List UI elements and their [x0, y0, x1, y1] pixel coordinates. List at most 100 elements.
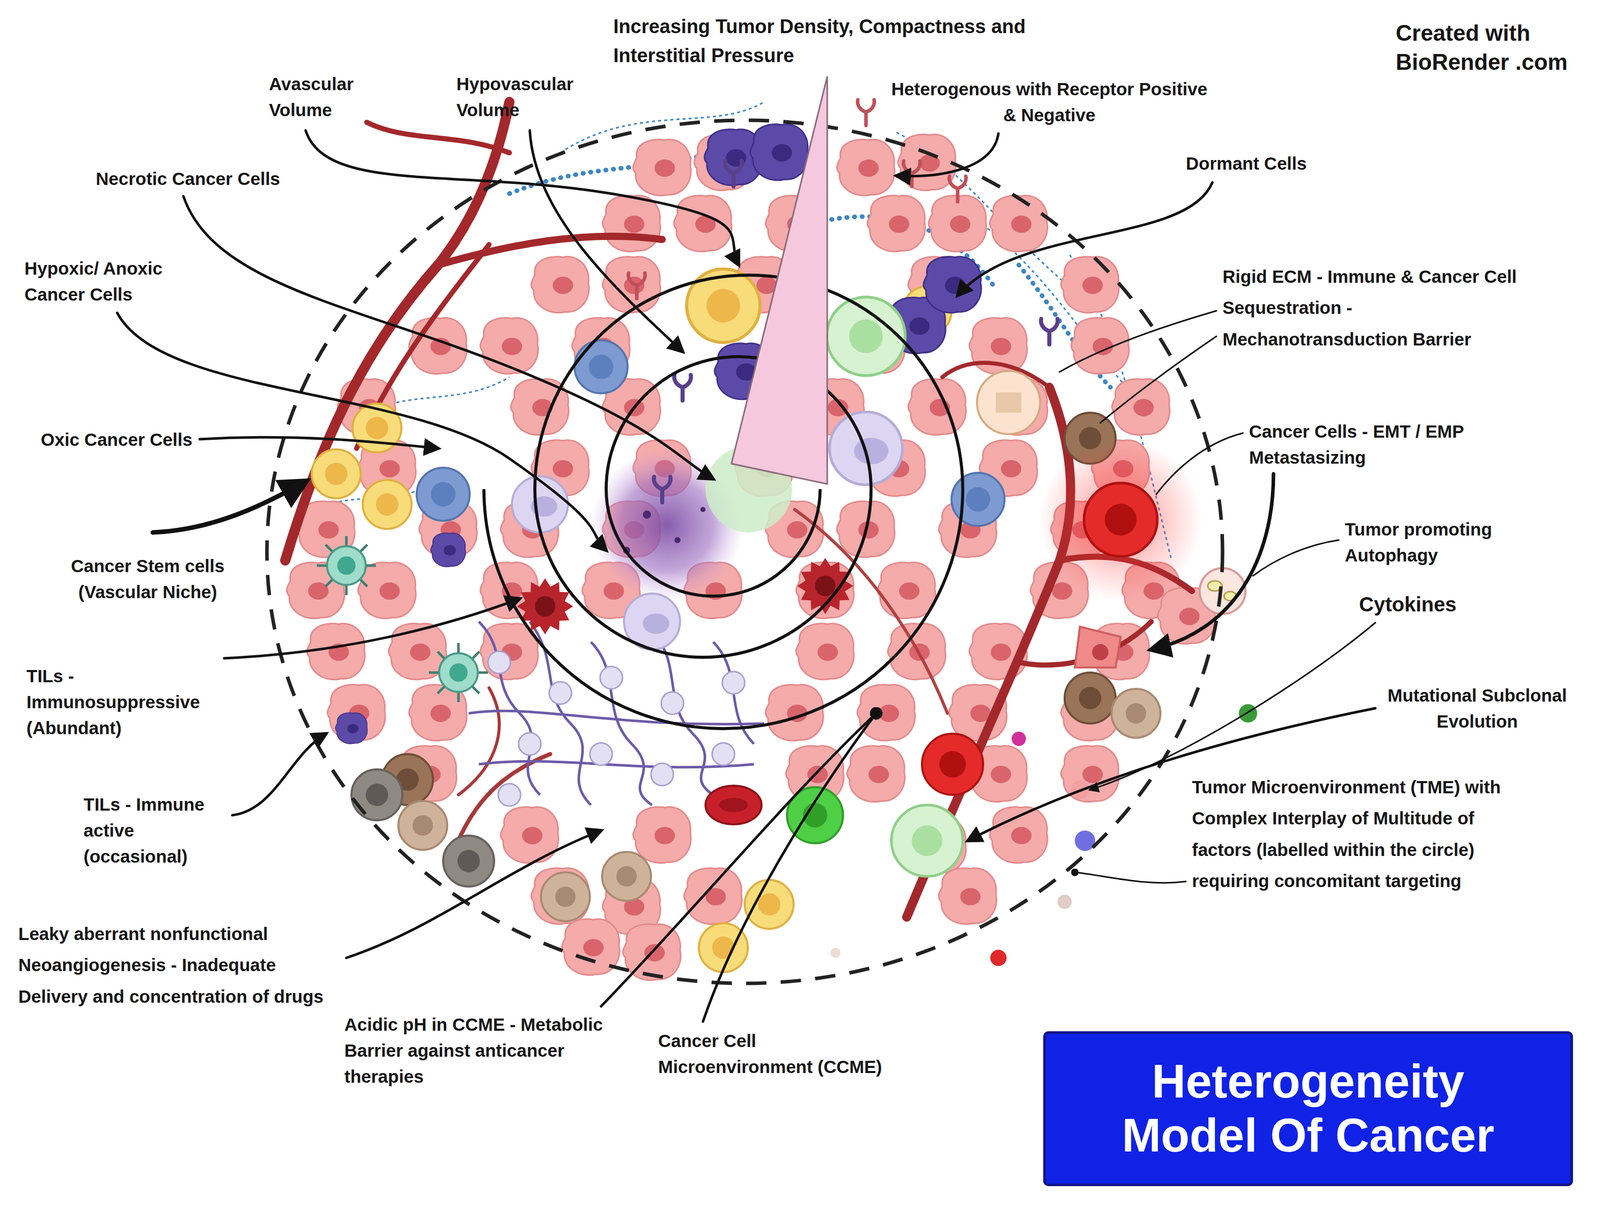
- blood-vessels: [438, 236, 663, 265]
- receptors: [1041, 318, 1059, 345]
- other-cells: [430, 532, 466, 567]
- pink-cancer-cells: [409, 317, 467, 374]
- callout-label-box: Mutational Subclonal Evolution: [1375, 682, 1580, 735]
- emt-cells: [1074, 626, 1121, 668]
- leader-lines: [305, 130, 739, 265]
- callout-label-box: TILs - Immune active (occasional): [83, 791, 227, 870]
- cytokine-dots: [1074, 830, 1096, 851]
- capillary-cells: [651, 763, 674, 786]
- other-cells: [1064, 672, 1116, 724]
- capillary-cells: [600, 666, 623, 689]
- emt-cells: [1039, 438, 1203, 602]
- other-cells: [977, 370, 1041, 435]
- pink-cancer-cells: [989, 195, 1048, 252]
- necrotic-core: [700, 506, 706, 512]
- pink-cancer-cells: [857, 684, 915, 741]
- callout-label-box: Oxic Cancer Cells: [40, 426, 255, 453]
- callout-label: Oxic Cancer Cells: [40, 426, 255, 453]
- callout-label-box: Cancer Cells - EMT / EMP Metastasizing: [1249, 418, 1504, 471]
- callout-label: Cancer Stem cells (Vascular Niche): [50, 553, 245, 606]
- pink-cancer-cells: [796, 623, 854, 680]
- other-cells: [995, 392, 1022, 413]
- other-cells: [398, 800, 448, 850]
- capillary-cells: [518, 732, 541, 755]
- pink-cancer-cells: [938, 868, 997, 925]
- blood-vessels: [366, 122, 510, 153]
- pink-cancer-cells: [358, 562, 416, 619]
- callout-label: Cytokines: [1359, 590, 1512, 618]
- capillary-cells: [498, 783, 521, 806]
- callout-label-box: TILs - Immunosuppressive (Abundant): [26, 663, 221, 741]
- other-cells: [921, 733, 984, 795]
- other-cells: [951, 472, 1005, 526]
- other-cells: [416, 467, 470, 521]
- pink-cancer-cells: [928, 195, 987, 252]
- leader-lines: [346, 830, 602, 958]
- other-cells: [923, 256, 982, 313]
- callout-label-box: Cytokines: [1359, 590, 1512, 618]
- pink-cancer-cells: [307, 623, 365, 680]
- receptors: [628, 273, 646, 299]
- callout-label: Dormant Cells: [1185, 150, 1390, 177]
- leader-lines: [117, 130, 1376, 1022]
- callout-label: Rigid ECM - Immune & Cancer Cell Sequest…: [1222, 260, 1529, 355]
- other-cells: [311, 449, 361, 499]
- other-cells: [428, 642, 488, 702]
- callout-label: Heterogenous with Receptor Positive & Ne…: [886, 76, 1213, 129]
- title-text: Heterogeneity Model Of Cancer: [1114, 1054, 1502, 1163]
- other-cells: [540, 872, 590, 921]
- pink-cancer-cells: [847, 745, 905, 802]
- capillary-network: [478, 621, 540, 795]
- blood-vessels: [458, 687, 500, 795]
- callout-label: Cancer Cell Microenvironment (CCME): [658, 1027, 903, 1080]
- pink-cancer-cells: [531, 256, 589, 313]
- receptors: [725, 160, 743, 187]
- leader-lines: [601, 713, 877, 1007]
- capillary-cells: [589, 742, 613, 766]
- pink-cancer-cells: [765, 684, 824, 741]
- callout-label-box: Tumor Microenvironment (TME) with Comple…: [1191, 771, 1529, 897]
- callout-label-box: Hypovascular Volume: [456, 71, 605, 124]
- other-cells: [443, 835, 495, 887]
- capillary-network: [478, 761, 754, 768]
- pink-cancer-cells: [1071, 317, 1129, 374]
- leader-lines: [896, 133, 999, 177]
- pink-cancer-cells: [867, 195, 926, 252]
- pink-cancer-cells: [633, 806, 691, 863]
- leader-lines: [183, 196, 714, 479]
- callout-label: Hypovascular Volume: [456, 71, 605, 124]
- callout-label-box: Leaky aberrant nonfunctional Neoangiogen…: [18, 917, 340, 1012]
- receptors: [857, 99, 875, 126]
- callout-label: Avascular Volume: [268, 71, 392, 124]
- pink-cancer-cells: [633, 139, 691, 196]
- leader-lines: [957, 182, 1213, 296]
- ecm-fibres: [967, 213, 1136, 398]
- callout-label: TILs - Immunosuppressive (Abundant): [26, 663, 221, 741]
- ecm-fibres: [315, 101, 1172, 561]
- callout-label: Tumor promoting Autophagy: [1344, 516, 1518, 569]
- other-cells: [574, 340, 628, 394]
- receptors: [903, 160, 921, 187]
- necrotic-core: [642, 510, 652, 519]
- capillary-network: [468, 710, 765, 724]
- callout-label-box: Cancer Stem cells (Vascular Niche): [50, 553, 245, 606]
- spiral: [483, 275, 963, 729]
- capillary-cells: [722, 671, 745, 694]
- callout-label: Tumor Microenvironment (TME) with Comple…: [1191, 771, 1529, 897]
- emt-cells: [1092, 643, 1109, 661]
- pink-cancer-cells: [1061, 256, 1119, 313]
- capillary-cells: [661, 691, 684, 715]
- leader-lines: [529, 130, 683, 352]
- receptors: [674, 374, 692, 401]
- callout-label-box: Heterogenous with Receptor Positive & Ne…: [886, 76, 1213, 129]
- other-cells: [362, 479, 412, 529]
- callout-label-box: Created with BioRender .com: [1395, 18, 1590, 77]
- other-cells: [891, 804, 963, 877]
- capillary-cells: [487, 651, 511, 674]
- leader-lines: [224, 598, 520, 659]
- cytokine-dots: [990, 949, 1007, 966]
- receptors: [628, 99, 1059, 503]
- leader-lines: [1100, 336, 1217, 423]
- necrotic-core: [674, 536, 681, 544]
- leader-lines: [1253, 539, 1339, 576]
